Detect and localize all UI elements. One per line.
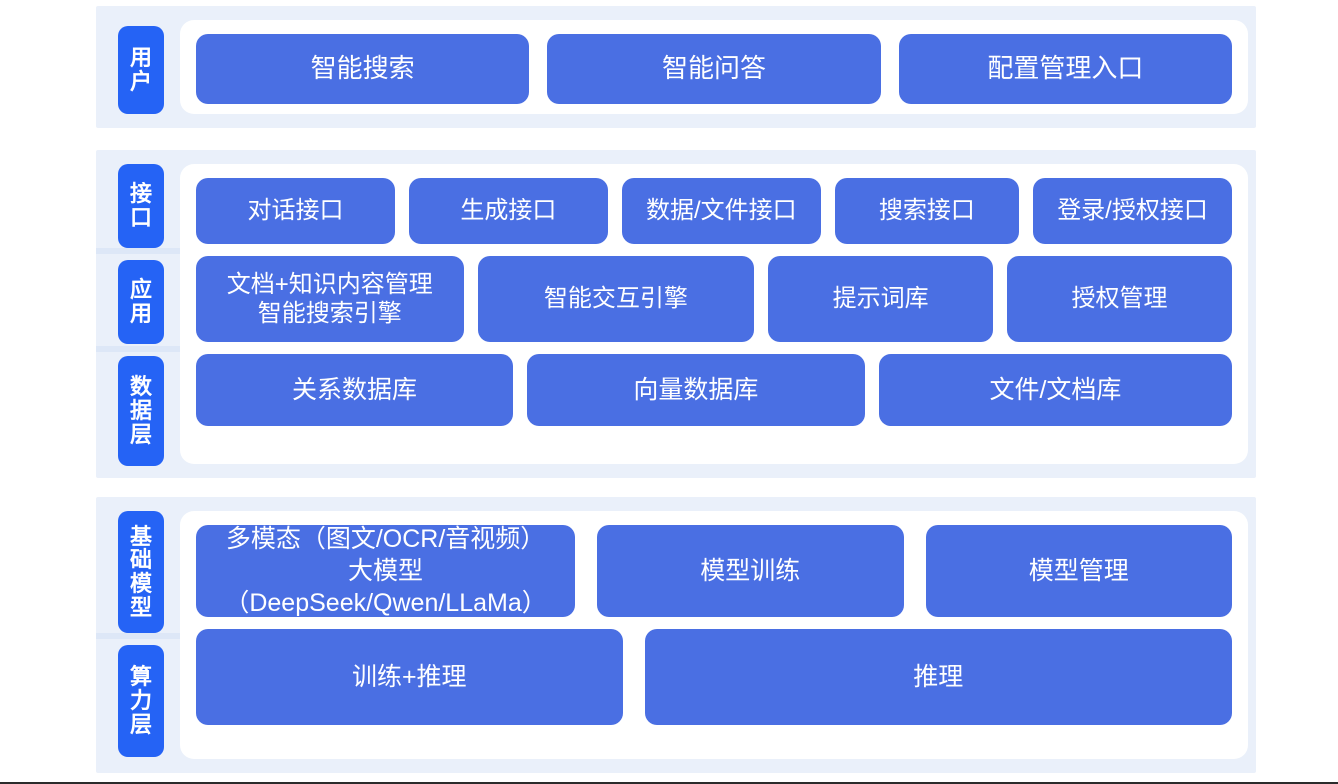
box-smart-interaction-engine[interactable]: 智能交互引擎 [477, 256, 755, 342]
layer-chip-api[interactable]: 接口 [118, 164, 164, 248]
box-doc-knowledge-content-management[interactable]: 文档+知识内容管理 智能搜索引擎 [196, 256, 464, 342]
layer-chip-user[interactable]: 用户 [118, 26, 164, 114]
row-data-stores: 关系数据库 向量数据库 文件/文档库 [196, 354, 1232, 426]
row-api-interfaces: 对话接口 生成接口 数据/文件接口 搜索接口 登录/授权接口 [196, 178, 1232, 244]
layer-chip-application-label: 应用 [129, 277, 152, 326]
layer-rail-platform: 接口 应用 数据层 [96, 150, 180, 478]
layer-rail-user: 用户 [96, 6, 180, 128]
rail-separator-model-compute [96, 633, 180, 639]
box-login-auth-interface[interactable]: 登录/授权接口 [1033, 178, 1232, 244]
box-vector-database[interactable]: 向量数据库 [526, 354, 865, 426]
layer-chip-base-model-label: 基础模型 [129, 523, 152, 620]
box-generation-interface[interactable]: 生成接口 [408, 178, 608, 244]
layer-chip-data-label: 数据层 [129, 374, 152, 447]
layer-chip-compute[interactable]: 算力层 [118, 645, 164, 757]
box-data-file-interface[interactable]: 数据/文件接口 [621, 178, 821, 244]
rail-separator-app-data [96, 346, 180, 352]
layer-chip-application[interactable]: 应用 [118, 260, 164, 344]
box-authorization-management[interactable]: 授权管理 [1007, 256, 1232, 342]
layer-chip-base-model[interactable]: 基础模型 [118, 511, 164, 633]
layer-chip-compute-label: 算力层 [129, 664, 152, 737]
layer-chip-data[interactable]: 数据层 [118, 356, 164, 466]
panel-user: 智能搜索 智能问答 配置管理入口 [180, 20, 1248, 114]
box-model-training[interactable]: 模型训练 [597, 525, 904, 617]
box-smart-qa[interactable]: 智能问答 [547, 34, 881, 104]
layer-rail-infra: 基础模型 算力层 [96, 497, 180, 773]
box-dialog-interface[interactable]: 对话接口 [196, 178, 395, 244]
box-search-interface[interactable]: 搜索接口 [834, 178, 1020, 244]
box-multimodal-large-model[interactable]: 多模态（图文/OCR/音视频） 大模型（DeepSeek/Qwen/LLaMa） [196, 525, 576, 617]
row-compute-resources: 训练+推理 推理 [196, 629, 1232, 725]
row-application-modules: 文档+知识内容管理 智能搜索引擎 智能交互引擎 提示词库 授权管理 [196, 256, 1232, 342]
section-user-layer: 用户 智能搜索 智能问答 配置管理入口 [96, 6, 1256, 128]
layer-chip-api-label: 接口 [129, 181, 152, 230]
panel-platform: 对话接口 生成接口 数据/文件接口 搜索接口 登录/授权接口 文档+知识内容管理… [180, 164, 1248, 464]
section-infrastructure-layers: 基础模型 算力层 多模态（图文/OCR/音视频） 大模型（DeepSeek/Qw… [96, 497, 1256, 773]
row-base-models: 多模态（图文/OCR/音视频） 大模型（DeepSeek/Qwen/LLaMa）… [196, 525, 1233, 617]
row-user-entries: 智能搜索 智能问答 配置管理入口 [196, 34, 1232, 104]
panel-infra: 多模态（图文/OCR/音视频） 大模型（DeepSeek/Qwen/LLaMa）… [180, 511, 1248, 759]
layer-chip-user-label: 用户 [129, 45, 152, 94]
box-training-and-inference[interactable]: 训练+推理 [196, 629, 623, 725]
rail-separator-api-app [96, 248, 180, 254]
box-file-document-store[interactable]: 文件/文档库 [878, 354, 1232, 426]
box-config-management-entry[interactable]: 配置管理入口 [898, 34, 1232, 104]
box-prompt-library[interactable]: 提示词库 [768, 256, 994, 342]
box-relational-database[interactable]: 关系数据库 [196, 354, 513, 426]
box-smart-search[interactable]: 智能搜索 [196, 34, 530, 104]
bottom-divider [0, 782, 1338, 784]
section-platform-layers: 接口 应用 数据层 对话接口 生成接口 数据/文件接口 搜索接口 登录/授权接口… [96, 150, 1256, 478]
box-model-management[interactable]: 模型管理 [925, 525, 1233, 617]
box-inference[interactable]: 推理 [644, 629, 1232, 725]
